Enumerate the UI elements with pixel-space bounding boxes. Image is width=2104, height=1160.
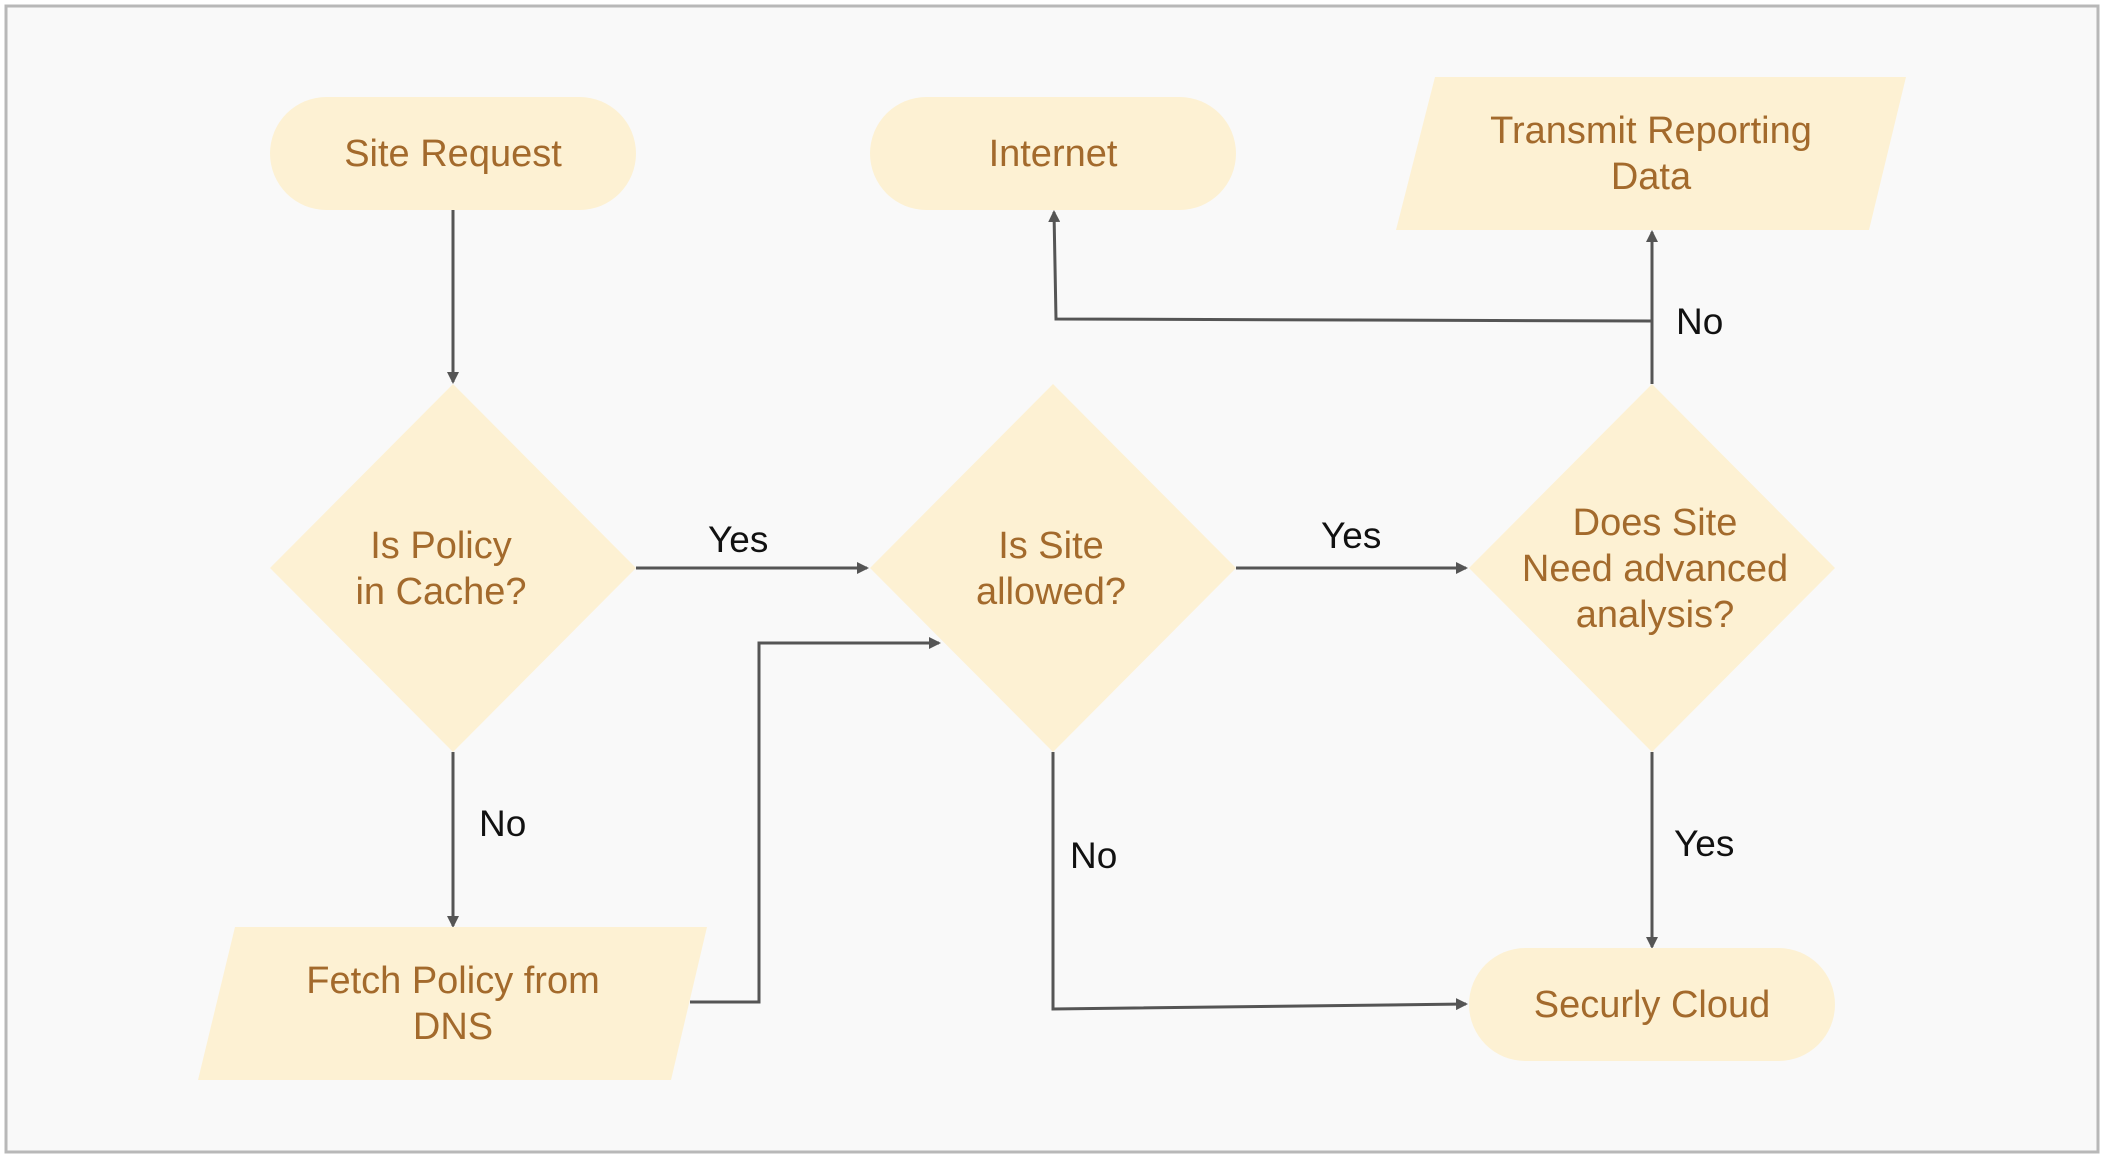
label-policy-cache-line1: Is Policy [370,525,511,567]
label-advanced-line2: Need advanced [1522,548,1788,590]
label-advanced-line1: Does Site [1573,502,1738,544]
edge-label-cache-no: No [479,803,526,844]
edge-no-to-internet [1048,210,1653,323]
node-transmit-reporting-data [1396,77,1906,230]
edge-label-allowed-yes: Yes [1321,515,1381,556]
label-internet: Internet [989,133,1118,175]
edge-label-allowed-no: No [1070,835,1117,876]
node-fetch-policy-from-dns [198,927,707,1080]
edge-allowed-no [1051,752,1468,1011]
node-is-site-allowed [870,384,1236,752]
node-securly-cloud [1469,948,1835,1061]
node-advanced-analysis [1469,384,1835,752]
edge-fetch-to-allowed [690,637,941,1004]
node-site-request [270,97,636,210]
label-fetch-policy-line1: Fetch Policy from [306,960,600,1002]
label-transmit-line1: Transmit Reporting [1490,110,1812,152]
label-transmit-line2: Data [1611,156,1692,198]
label-site-allowed-line1: Is Site [998,525,1104,567]
label-policy-cache-line2: in Cache? [355,571,526,613]
node-is-policy-in-cache [270,384,636,752]
label-fetch-policy-line2: DNS [413,1006,493,1048]
connectors [447,210,1658,1011]
edge-label-advanced-no: No [1676,301,1723,342]
label-advanced-line3: analysis? [1576,594,1734,636]
label-site-allowed-line2: allowed? [976,571,1126,613]
edge-label-cache-yes: Yes [708,519,768,560]
edge-label-advanced-yes: Yes [1674,823,1734,864]
node-internet [870,97,1236,210]
label-site-request: Site Request [344,133,562,175]
label-securly-cloud: Securly Cloud [1534,984,1771,1026]
